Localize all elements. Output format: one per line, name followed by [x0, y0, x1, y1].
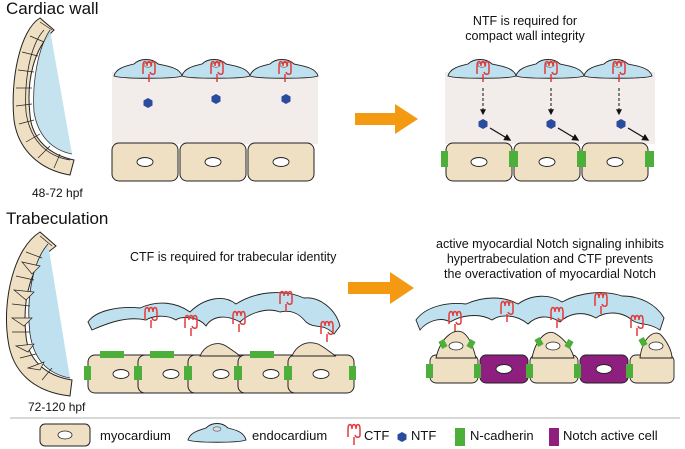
- n-cadherin-bar: [574, 364, 581, 378]
- n-cadherin-bar: [626, 364, 633, 378]
- n-cadherin-bar: [84, 366, 91, 380]
- n-cadherin-bar: [284, 366, 292, 380]
- nucleus: [495, 364, 513, 374]
- legend-ctf-icon: [347, 423, 361, 446]
- progress-arrow-bottom: [348, 272, 414, 304]
- endocardium-layer: [415, 292, 665, 331]
- myocardial-cell: [179, 142, 247, 182]
- trabeculation-before: [84, 290, 356, 394]
- n-cadherin-bar: [577, 151, 586, 167]
- notch-caption-line-2: hypertrabeculation and CTF prevents: [446, 252, 654, 266]
- myocardial-cell: [445, 142, 513, 182]
- cardiac-lumen-band: [112, 72, 318, 144]
- legend-n-cadherin-label: N-cadherin: [470, 428, 534, 443]
- legend-myocardium-label: myocardium: [100, 428, 171, 443]
- legend-n-cadherin-swatch: [455, 428, 465, 446]
- n-cadherin-bar: [349, 366, 356, 380]
- legend-notch-swatch: [549, 428, 559, 446]
- n-cadherin-bar: [638, 337, 648, 347]
- legend-myocardium-swatch: [39, 423, 91, 447]
- cardiac-wall-title: Cardiac wall: [6, 0, 99, 18]
- nucleus: [648, 341, 664, 351]
- cardiac-wall-before: [111, 59, 319, 182]
- myocardial-cell: [111, 142, 179, 182]
- nucleus: [448, 341, 464, 351]
- ntf-caption-line-1: NTF is required for: [472, 14, 578, 28]
- n-cadherin-bar: [466, 339, 476, 349]
- n-cadherin-bar: [526, 364, 533, 378]
- legend-endocardium-label: endocardium: [252, 428, 328, 443]
- endocardium-layer: [87, 292, 341, 335]
- ntf-caption-line-2: compact wall integrity: [465, 29, 585, 43]
- n-cadherin-bar: [534, 337, 544, 347]
- cardiac-wall-after: [441, 59, 655, 182]
- nucleus: [595, 364, 613, 374]
- notch-caption: active myocardial Notch signaling inhibi…: [425, 237, 675, 282]
- n-cadherin-bar: [645, 151, 654, 167]
- legend-ntf-icon: [397, 432, 407, 442]
- myocardial-cell: [513, 142, 581, 182]
- n-cadherin-bar: [234, 366, 242, 380]
- trabecular-cell: [199, 343, 242, 357]
- myocardial-cell: [247, 142, 315, 182]
- trabeculation-stage-label: 72-120 hpf: [28, 400, 86, 414]
- n-cadherin-bar: [438, 339, 448, 349]
- legend-ctf-label: CTF: [364, 428, 390, 443]
- n-cadherin-bar: [250, 351, 274, 358]
- myocardial-cell: [429, 354, 479, 384]
- legend-ntf-label: NTF: [411, 428, 437, 443]
- ntf-caption: NTF is required for compact wall integri…: [450, 14, 600, 44]
- n-cadherin-bar: [426, 364, 433, 378]
- n-cadherin-bar: [509, 151, 518, 167]
- trabecular-cell: [291, 342, 337, 357]
- n-cadherin-bar: [474, 364, 481, 378]
- legend-notch-label: Notch active cell: [563, 428, 658, 443]
- heart-tube-48hpf: [12, 17, 75, 176]
- n-cadherin-bar: [150, 351, 174, 358]
- legend-endocardium-swatch: [187, 423, 247, 443]
- myocardial-cell: [581, 142, 649, 182]
- ctf-caption: CTF is required for trabecular identity: [130, 250, 337, 264]
- trabeculation-after: [415, 292, 675, 384]
- n-cadherin-bar: [564, 339, 574, 349]
- cardiac-lumen-band-right: [445, 72, 655, 144]
- trabeculation-title: Trabeculation: [6, 209, 109, 228]
- n-cadherin-bar: [441, 151, 448, 167]
- myocardial-cell: [287, 354, 355, 394]
- myocardial-cell: [629, 354, 675, 384]
- cardiac-stage-label: 48-72 hpf: [32, 186, 83, 200]
- nucleus: [545, 341, 561, 351]
- notch-caption-line-1: active myocardial Notch signaling inhibi…: [436, 237, 664, 251]
- n-cadherin-bar: [184, 366, 192, 380]
- heart-tube-72hpf: [5, 231, 73, 397]
- n-cadherin-bar: [100, 351, 124, 358]
- progress-arrow-top: [355, 104, 418, 134]
- n-cadherin-bar: [134, 366, 142, 380]
- myocardial-cell: [529, 354, 579, 384]
- notch-caption-line-3: the overactivation of myocardial Notch: [444, 267, 656, 281]
